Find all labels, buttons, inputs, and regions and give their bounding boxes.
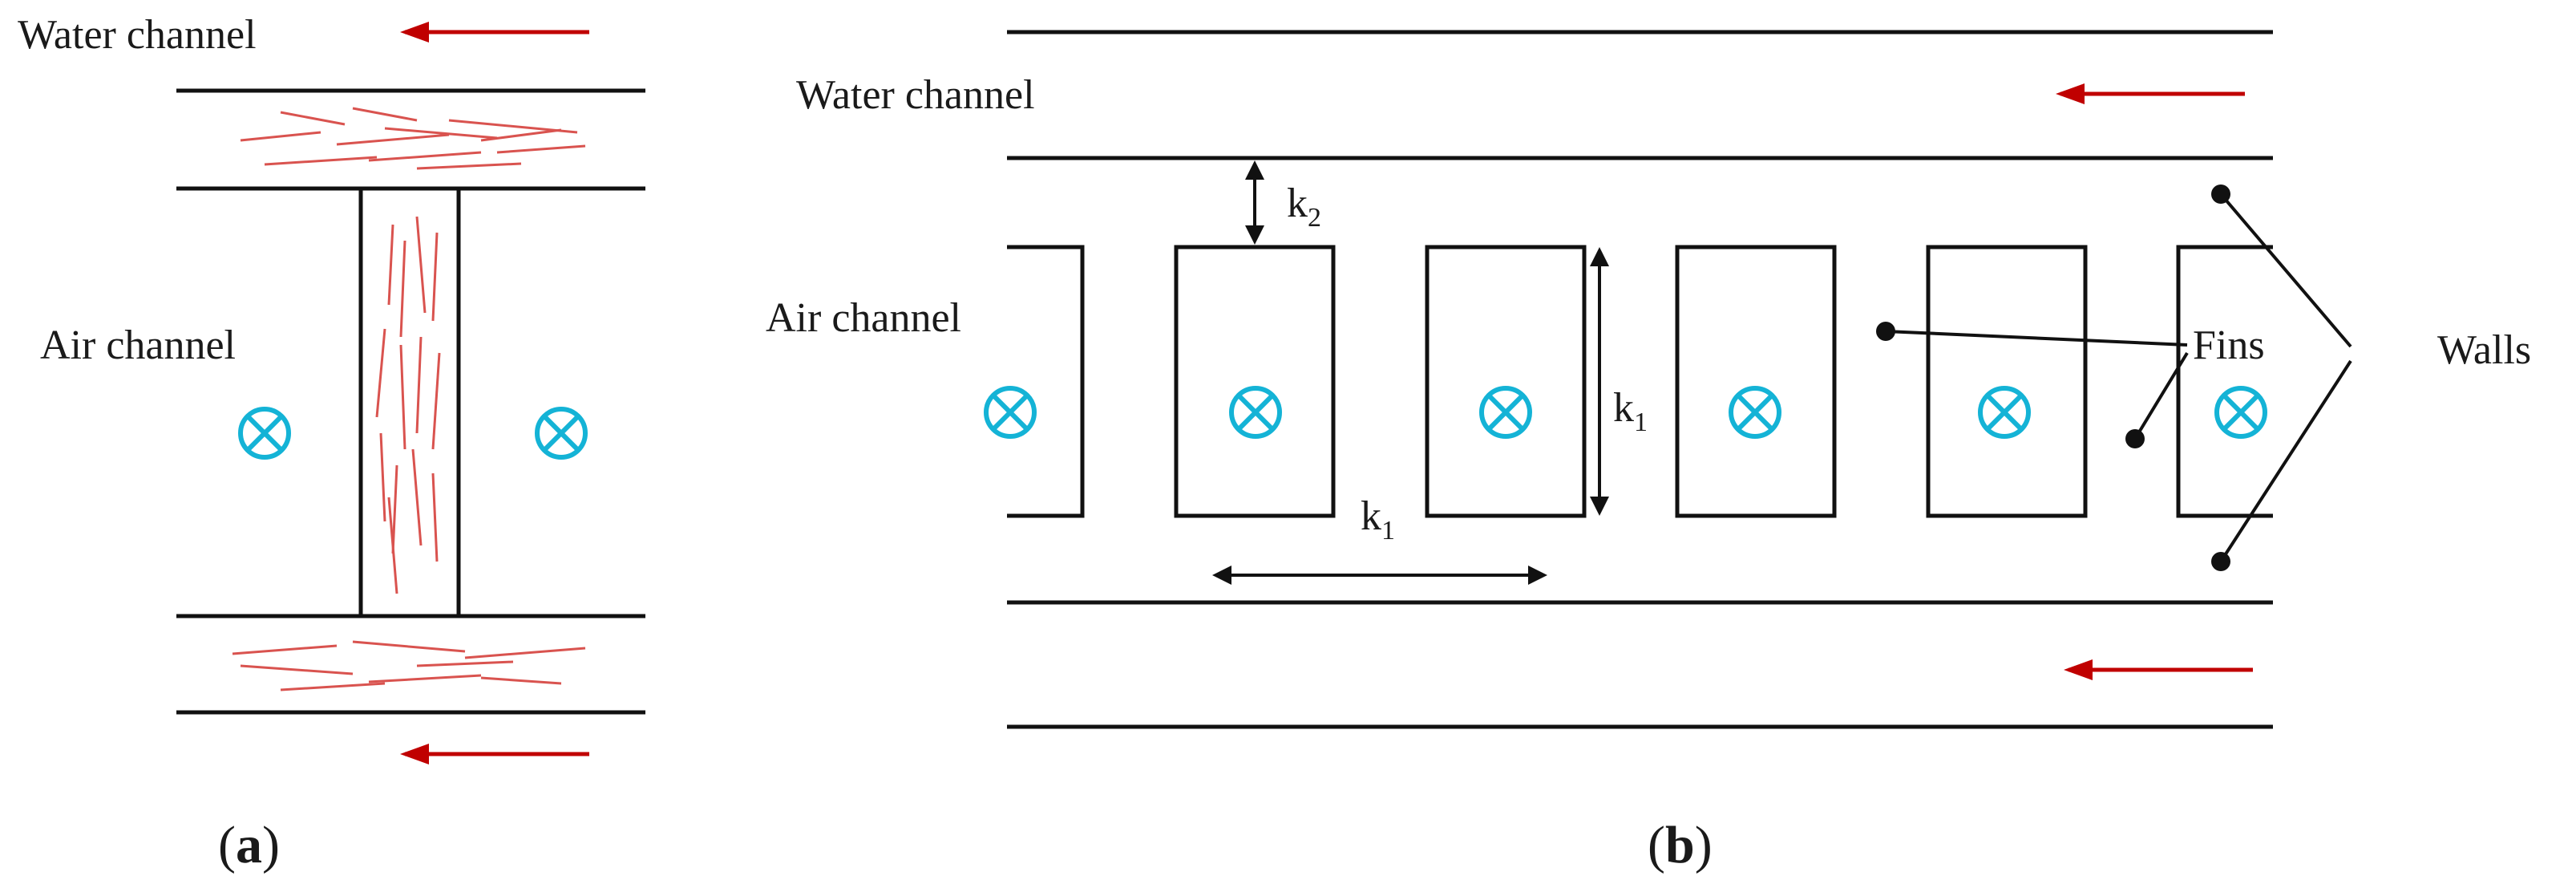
panel-a-right-flow-marker-icon [537,409,585,457]
panel-a-bottom-flow-arrow-icon [400,744,589,764]
panel-b-caption: (b) [1648,816,1713,874]
panel-a: Water channel [18,12,645,874]
panel-b-bottom-flow-arrow-icon [2064,659,2253,680]
panel-b-k1-horizontal-dimension: k1 [1212,493,1547,585]
panel-b-k2-dimension: k2 [1245,160,1321,245]
panel-b-fins-callout: Fins [1876,322,2265,448]
panel-b-fin-3 [1425,245,1587,518]
panel-b-fins-label: Fins [2193,322,2265,368]
panel-a-top-flow-arrow-icon [400,22,589,43]
panel-b-top-flow-arrow-icon [2056,83,2245,104]
panel-b-fin-5 [1926,245,2088,518]
svg-text:k1: k1 [1613,385,1648,437]
panel-b-water-channel-label: Water channel [796,72,1035,118]
panel-a-caption: (a) [218,816,280,874]
panel-b-fin-2 [1174,245,1336,518]
panel-b-flow-marker-icon-1 [986,388,1034,436]
panel-a-bottom-fibers [232,640,586,691]
panel-b-walls-callout: Walls [2211,185,2531,571]
panel-b-fin-6 [2176,245,2273,518]
panel-b-flow-marker-icon-3 [1482,388,1530,436]
svg-text:k1: k1 [1361,493,1395,545]
panel-a-air-channel-label: Air channel [40,322,236,368]
panel-b-flow-marker-icon-2 [1231,388,1280,436]
panel-a-left-flow-marker-icon [241,409,289,457]
panel-a-fin-fibers [375,216,441,594]
panel-b-flow-marker-icon-6 [2217,388,2265,436]
panel-b-k1-vertical-dimension: k1 [1590,247,1648,516]
panel-b-fin-1 [1007,245,1085,518]
panel-b-flow-marker-icon-4 [1731,388,1779,436]
panel-a-water-channel-label: Water channel [18,12,257,58]
panel-b: Water channel Air channel k2 k1 [766,30,2531,874]
panel-b-fin-4 [1675,245,1837,518]
panel-b-flow-marker-icon-5 [1980,388,2028,436]
panel-b-air-channel-label: Air channel [766,295,961,341]
panel-a-top-fibers [240,107,586,170]
svg-text:k2: k2 [1287,180,1321,233]
panel-b-walls-label: Walls [2437,327,2531,373]
